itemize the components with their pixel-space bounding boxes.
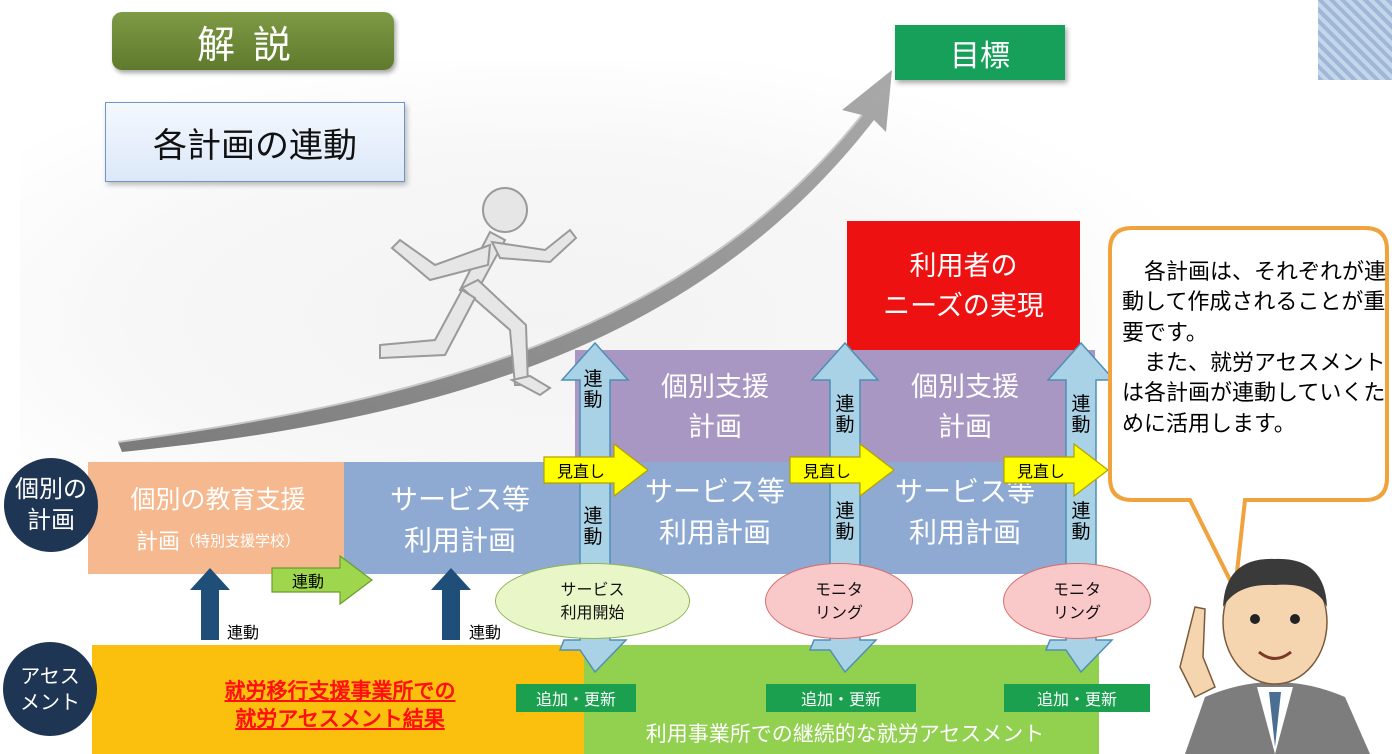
row-label-assessment: アセス メント — [3, 642, 97, 736]
double-arrow-3 — [1044, 341, 1116, 674]
link-label-vertical-5: 連 動 — [1071, 393, 1091, 436]
review-label-3: 見直し — [1016, 462, 1065, 481]
service-plan-1: サービス等 利用計画 — [389, 482, 530, 557]
education-plan-sub-note: （特別支援学校） — [180, 531, 301, 550]
link-label-up-2: 連動 — [468, 623, 501, 642]
growth-arrow-icon — [117, 70, 892, 452]
runner-figure-icon — [379, 187, 578, 397]
teacher-icon — [1179, 558, 1370, 754]
up-arrow-1 — [190, 568, 230, 640]
speech-bubble — [1108, 226, 1389, 597]
link-label-vertical-6: 連 動 — [1071, 500, 1091, 543]
review-arrow-3 — [1003, 442, 1109, 498]
assessment-band-left — [92, 645, 584, 754]
service-plan-2: サービス等 利用計画 — [644, 474, 785, 549]
review-label-1: 見直し — [556, 462, 605, 481]
education-plan-band — [88, 462, 344, 574]
review-arrow-1 — [543, 442, 649, 498]
add-update-tag-1: 追加・更新 — [516, 684, 636, 712]
education-plan-sub-label: 計画（特別支援学校） — [92, 520, 344, 560]
service-start-oval: サービス 利用開始 — [495, 563, 690, 639]
speech-bubble-text: 各計画は、それぞれが連動して作成されることが重要です。 また、就労アセスメントは… — [1122, 260, 1387, 437]
review-arrow-2 — [789, 442, 895, 498]
link-arrow-horizontal — [271, 554, 373, 606]
section-title-badge: 解説 — [112, 12, 394, 70]
link-label-vertical-3: 連 動 — [835, 393, 855, 436]
monitoring-oval-1: モニタ リング — [765, 563, 913, 639]
assessment-result-text: 就労移行支援事業所での 就労アセスメント結果 — [224, 678, 456, 731]
review-label-2: 見直し — [802, 462, 851, 481]
individual-support-plan-2: 個別支援 計画 — [911, 372, 1019, 443]
double-arrow-2 — [808, 341, 880, 674]
education-plan-label: 個別の教育支援 — [130, 485, 306, 514]
row-label-individual-plan: 個別の 計画 — [4, 458, 98, 552]
goal-badge: 目標 — [895, 25, 1065, 80]
user-needs-box: 利用者の ニーズの実現 — [847, 221, 1080, 352]
up-arrow-2 — [431, 568, 471, 640]
monitoring-oval-2: モニタ リング — [1003, 563, 1151, 639]
subtitle-box: 各計画の連動 — [105, 102, 405, 182]
link-label-vertical-4: 連 動 — [835, 500, 855, 543]
double-arrow-1 — [558, 341, 630, 674]
corner-pattern-decoration — [1318, 0, 1392, 80]
link-label-up-1: 連動 — [226, 623, 259, 642]
add-update-tag-3: 追加・更新 — [1004, 684, 1150, 712]
continuous-assessment-text: 利用事業所での継続的な就労アセスメント — [645, 722, 1045, 746]
individual-support-plan-1: 個別支援 計画 — [661, 372, 769, 443]
service-plan-band — [344, 462, 1096, 574]
link-label-horizontal: 連動 — [291, 572, 324, 591]
education-plan-sub-main: 計画 — [135, 530, 180, 555]
link-label-vertical-2: 連 動 — [583, 505, 603, 548]
add-update-tag-2: 追加・更新 — [766, 684, 916, 712]
link-label-vertical-1: 連 動 — [583, 368, 603, 411]
